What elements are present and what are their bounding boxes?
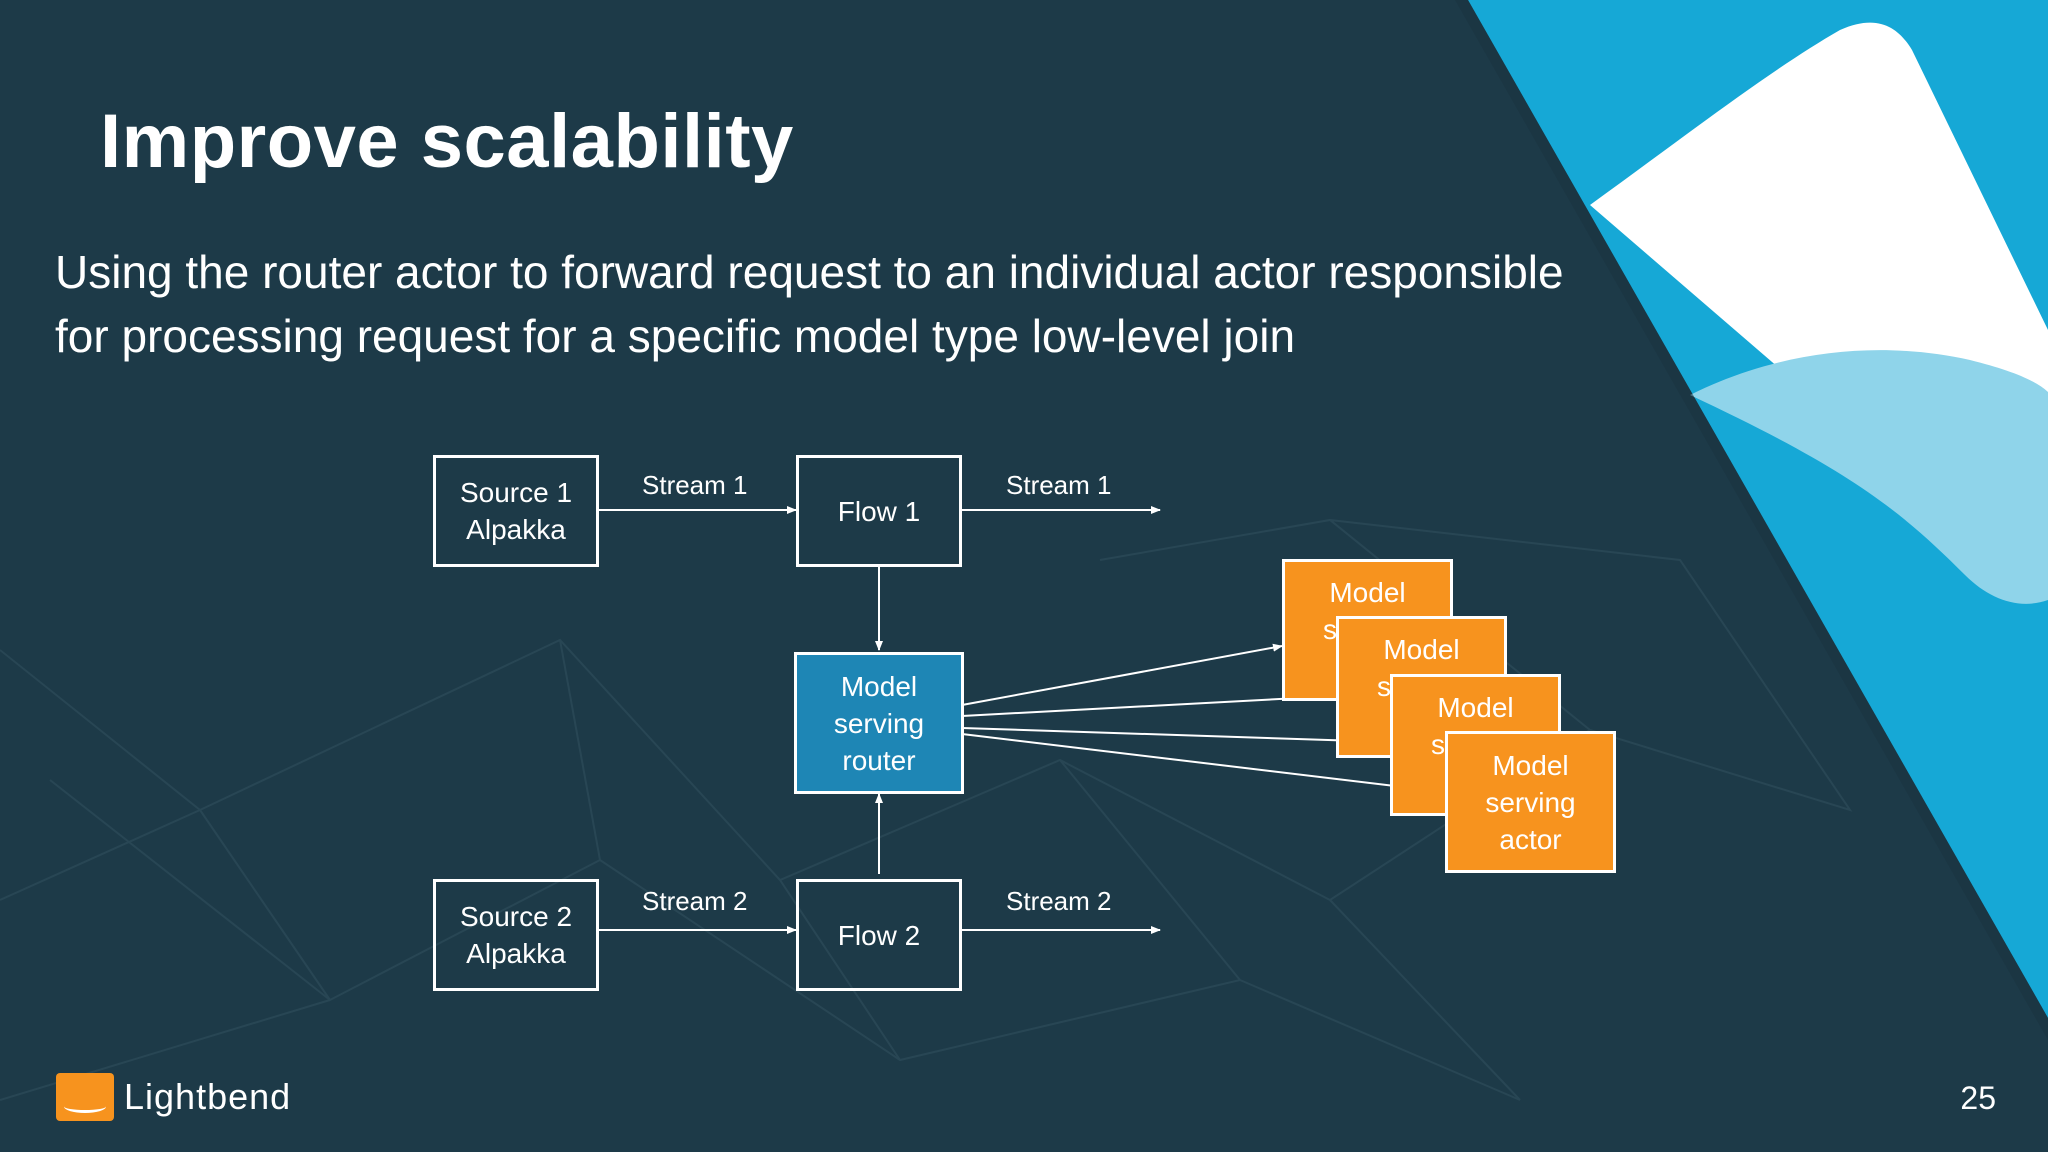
edge-router-actor3: [961, 727, 1391, 746]
node-source-1: Source 1 Alpakka: [433, 455, 599, 567]
node-model-serving-actor-4: Model serving actor: [1445, 731, 1616, 873]
node-flow-2: Flow 2: [796, 879, 962, 991]
edge-router-actor2: [961, 692, 1337, 717]
diagram-edges: [598, 506, 1446, 934]
lightbend-logo: Lightbend: [56, 1072, 291, 1122]
actor-2-partial-label: s: [1377, 671, 1391, 702]
node-source-2: Source 2 Alpakka: [433, 879, 599, 991]
actor-1-partial-label: s: [1323, 614, 1337, 645]
node-model-serving-router: Model serving router: [794, 652, 964, 794]
node-source-1-label: Source 1 Alpakka: [459, 477, 573, 545]
edge-label-source2-flow2: Stream 2: [642, 886, 748, 916]
lightbend-logo-text: Lightbend: [124, 1076, 292, 1117]
corner-decoration: [1455, 0, 2048, 1040]
slide-subtitle: Using the router actor to forward reques…: [55, 246, 1564, 362]
network-pattern: [0, 518, 1853, 1101]
edge-router-actor4: [961, 733, 1446, 795]
edge-router-actor1: [961, 643, 1283, 706]
actor-3-label: Model: [1437, 692, 1514, 723]
actor-1-label: Model: [1329, 577, 1406, 608]
node-flow-2-label: Flow 2: [837, 919, 921, 951]
node-flow-1-label: Flow 1: [837, 495, 921, 527]
node-source-2-label: Source 2 Alpakka: [459, 901, 573, 969]
page-number: 25: [1960, 1080, 1996, 1116]
lightbend-logo-icon: [56, 1073, 114, 1121]
edge-label-flow2-out: Stream 2: [1006, 886, 1112, 916]
actor-2-label: Model: [1383, 634, 1460, 665]
node-router-label: Model serving router: [833, 670, 925, 776]
edge-label-flow1-out: Stream 1: [1006, 470, 1112, 500]
slide-title: Improve scalability: [100, 99, 794, 184]
actor-3-partial-label: s: [1431, 729, 1445, 760]
node-flow-1: Flow 1: [796, 455, 962, 567]
edge-label-source1-flow1: Stream 1: [642, 470, 748, 500]
actor-4-label: Model serving actor: [1485, 749, 1576, 855]
